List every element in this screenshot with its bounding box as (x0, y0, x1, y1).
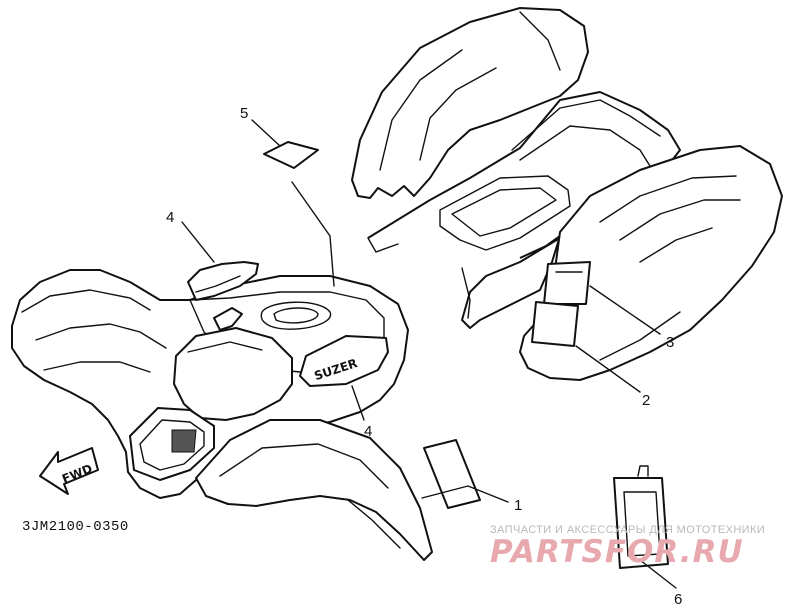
decal-3 (543, 261, 591, 305)
callout-3: 3 (666, 334, 674, 351)
leader-lines (181, 119, 677, 589)
decal-5 (263, 141, 319, 169)
tank-logo-decal: SUZER (299, 335, 389, 387)
decal-1 (423, 439, 481, 509)
callout-1: 1 (514, 497, 522, 514)
front-fender (11, 269, 433, 561)
callout-2: 2 (642, 392, 650, 409)
watermark-brand: PARTSFOR.RU (490, 534, 744, 570)
forward-arrow: FWD (39, 447, 99, 495)
callout-4-left: 4 (166, 209, 174, 226)
callout-5: 5 (240, 105, 248, 122)
callout-4-bottom: 4 (364, 423, 372, 440)
diagram-code: 3JM2100-0350 (22, 519, 129, 535)
rear-fender (351, 7, 783, 381)
callout-6: 6 (674, 591, 682, 608)
label-6 (613, 465, 669, 569)
decal-2 (531, 301, 579, 347)
watermark-tagline: ЗАПЧАСТИ И АКСЕССУАРЫ ДЛЯ МОТОТЕХНИКИ (490, 524, 765, 536)
decal-4-upper (187, 261, 259, 331)
